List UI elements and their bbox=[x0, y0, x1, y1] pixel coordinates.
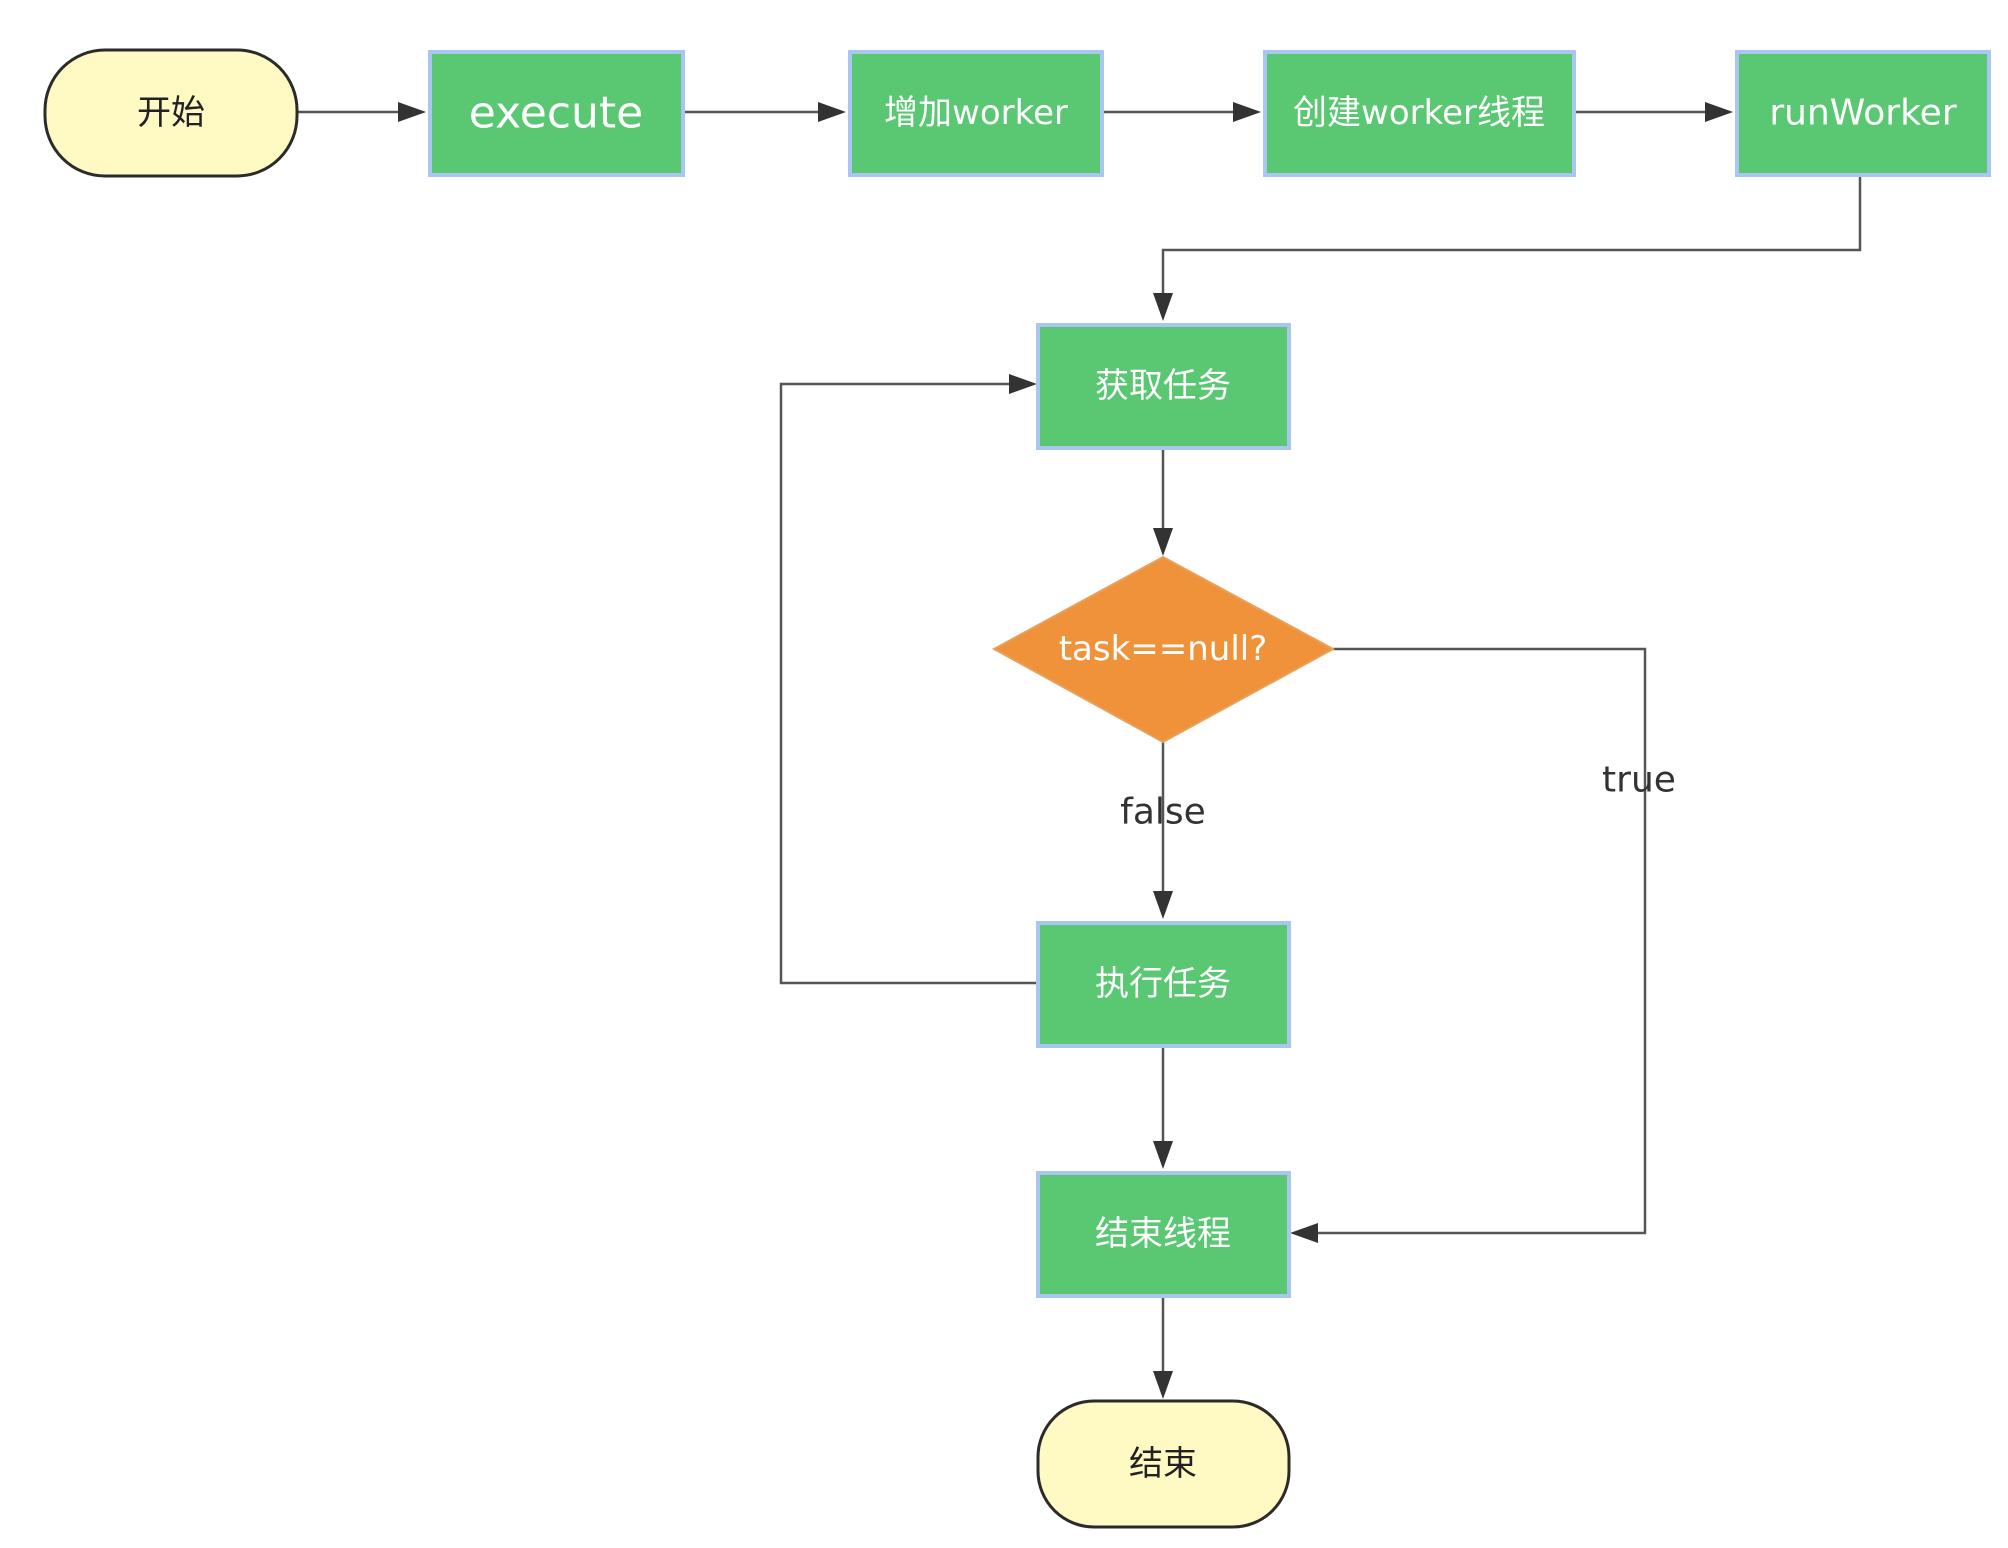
execute-box: execute bbox=[428, 50, 685, 177]
run-worker-box: runWorker bbox=[1735, 50, 1991, 177]
run-task-box: 执行任务 bbox=[1036, 921, 1291, 1048]
edges bbox=[297, 102, 1862, 1399]
end-thread-box: 结束线程 bbox=[1036, 1171, 1291, 1298]
task-null-label: task==null? bbox=[1059, 629, 1268, 669]
start-terminal: 开始 bbox=[43, 48, 299, 178]
run-task-label: 执行任务 bbox=[1095, 964, 1231, 1004]
edge-run-worker-to-get-task bbox=[1161, 175, 1862, 297]
execute-label: execute bbox=[469, 88, 643, 139]
arrowhead-icon bbox=[818, 102, 846, 122]
arrowhead-icon bbox=[1153, 293, 1173, 321]
arrowhead-icon bbox=[1153, 528, 1173, 556]
arrowhead-icon bbox=[1233, 102, 1261, 122]
end-label: 结束 bbox=[1129, 1444, 1197, 1484]
task-null-decision: task==null? bbox=[991, 555, 1336, 744]
run-worker-label: runWorker bbox=[1769, 93, 1956, 134]
arrowhead-icon bbox=[1705, 102, 1733, 122]
arrowhead-icon bbox=[1290, 1223, 1318, 1243]
create-worker-thread-box: 创建worker线程 bbox=[1263, 50, 1576, 177]
edge-decision-true-to-end-thread bbox=[1316, 647, 1647, 1235]
arrowhead-icon bbox=[1153, 1141, 1173, 1169]
end-terminal: 结束 bbox=[1036, 1399, 1291, 1529]
add-worker-label: 增加worker bbox=[884, 93, 1068, 133]
arrowhead-icon bbox=[398, 102, 426, 122]
add-worker-box: 增加worker bbox=[848, 50, 1104, 177]
arrowhead-icon bbox=[1009, 374, 1037, 394]
edge-run-task-loop-to-get-task bbox=[779, 382, 1038, 985]
end-thread-label: 结束线程 bbox=[1095, 1214, 1231, 1254]
false-branch-label: false bbox=[1120, 792, 1206, 833]
arrowhead-icon bbox=[1153, 891, 1173, 919]
true-branch-label: true bbox=[1602, 760, 1676, 801]
create-worker-thread-label: 创建worker线程 bbox=[1293, 93, 1545, 133]
arrowhead-icon bbox=[1153, 1371, 1173, 1399]
start-label: 开始 bbox=[137, 93, 205, 133]
get-task-box: 获取任务 bbox=[1036, 323, 1291, 450]
get-task-label: 获取任务 bbox=[1095, 366, 1231, 406]
